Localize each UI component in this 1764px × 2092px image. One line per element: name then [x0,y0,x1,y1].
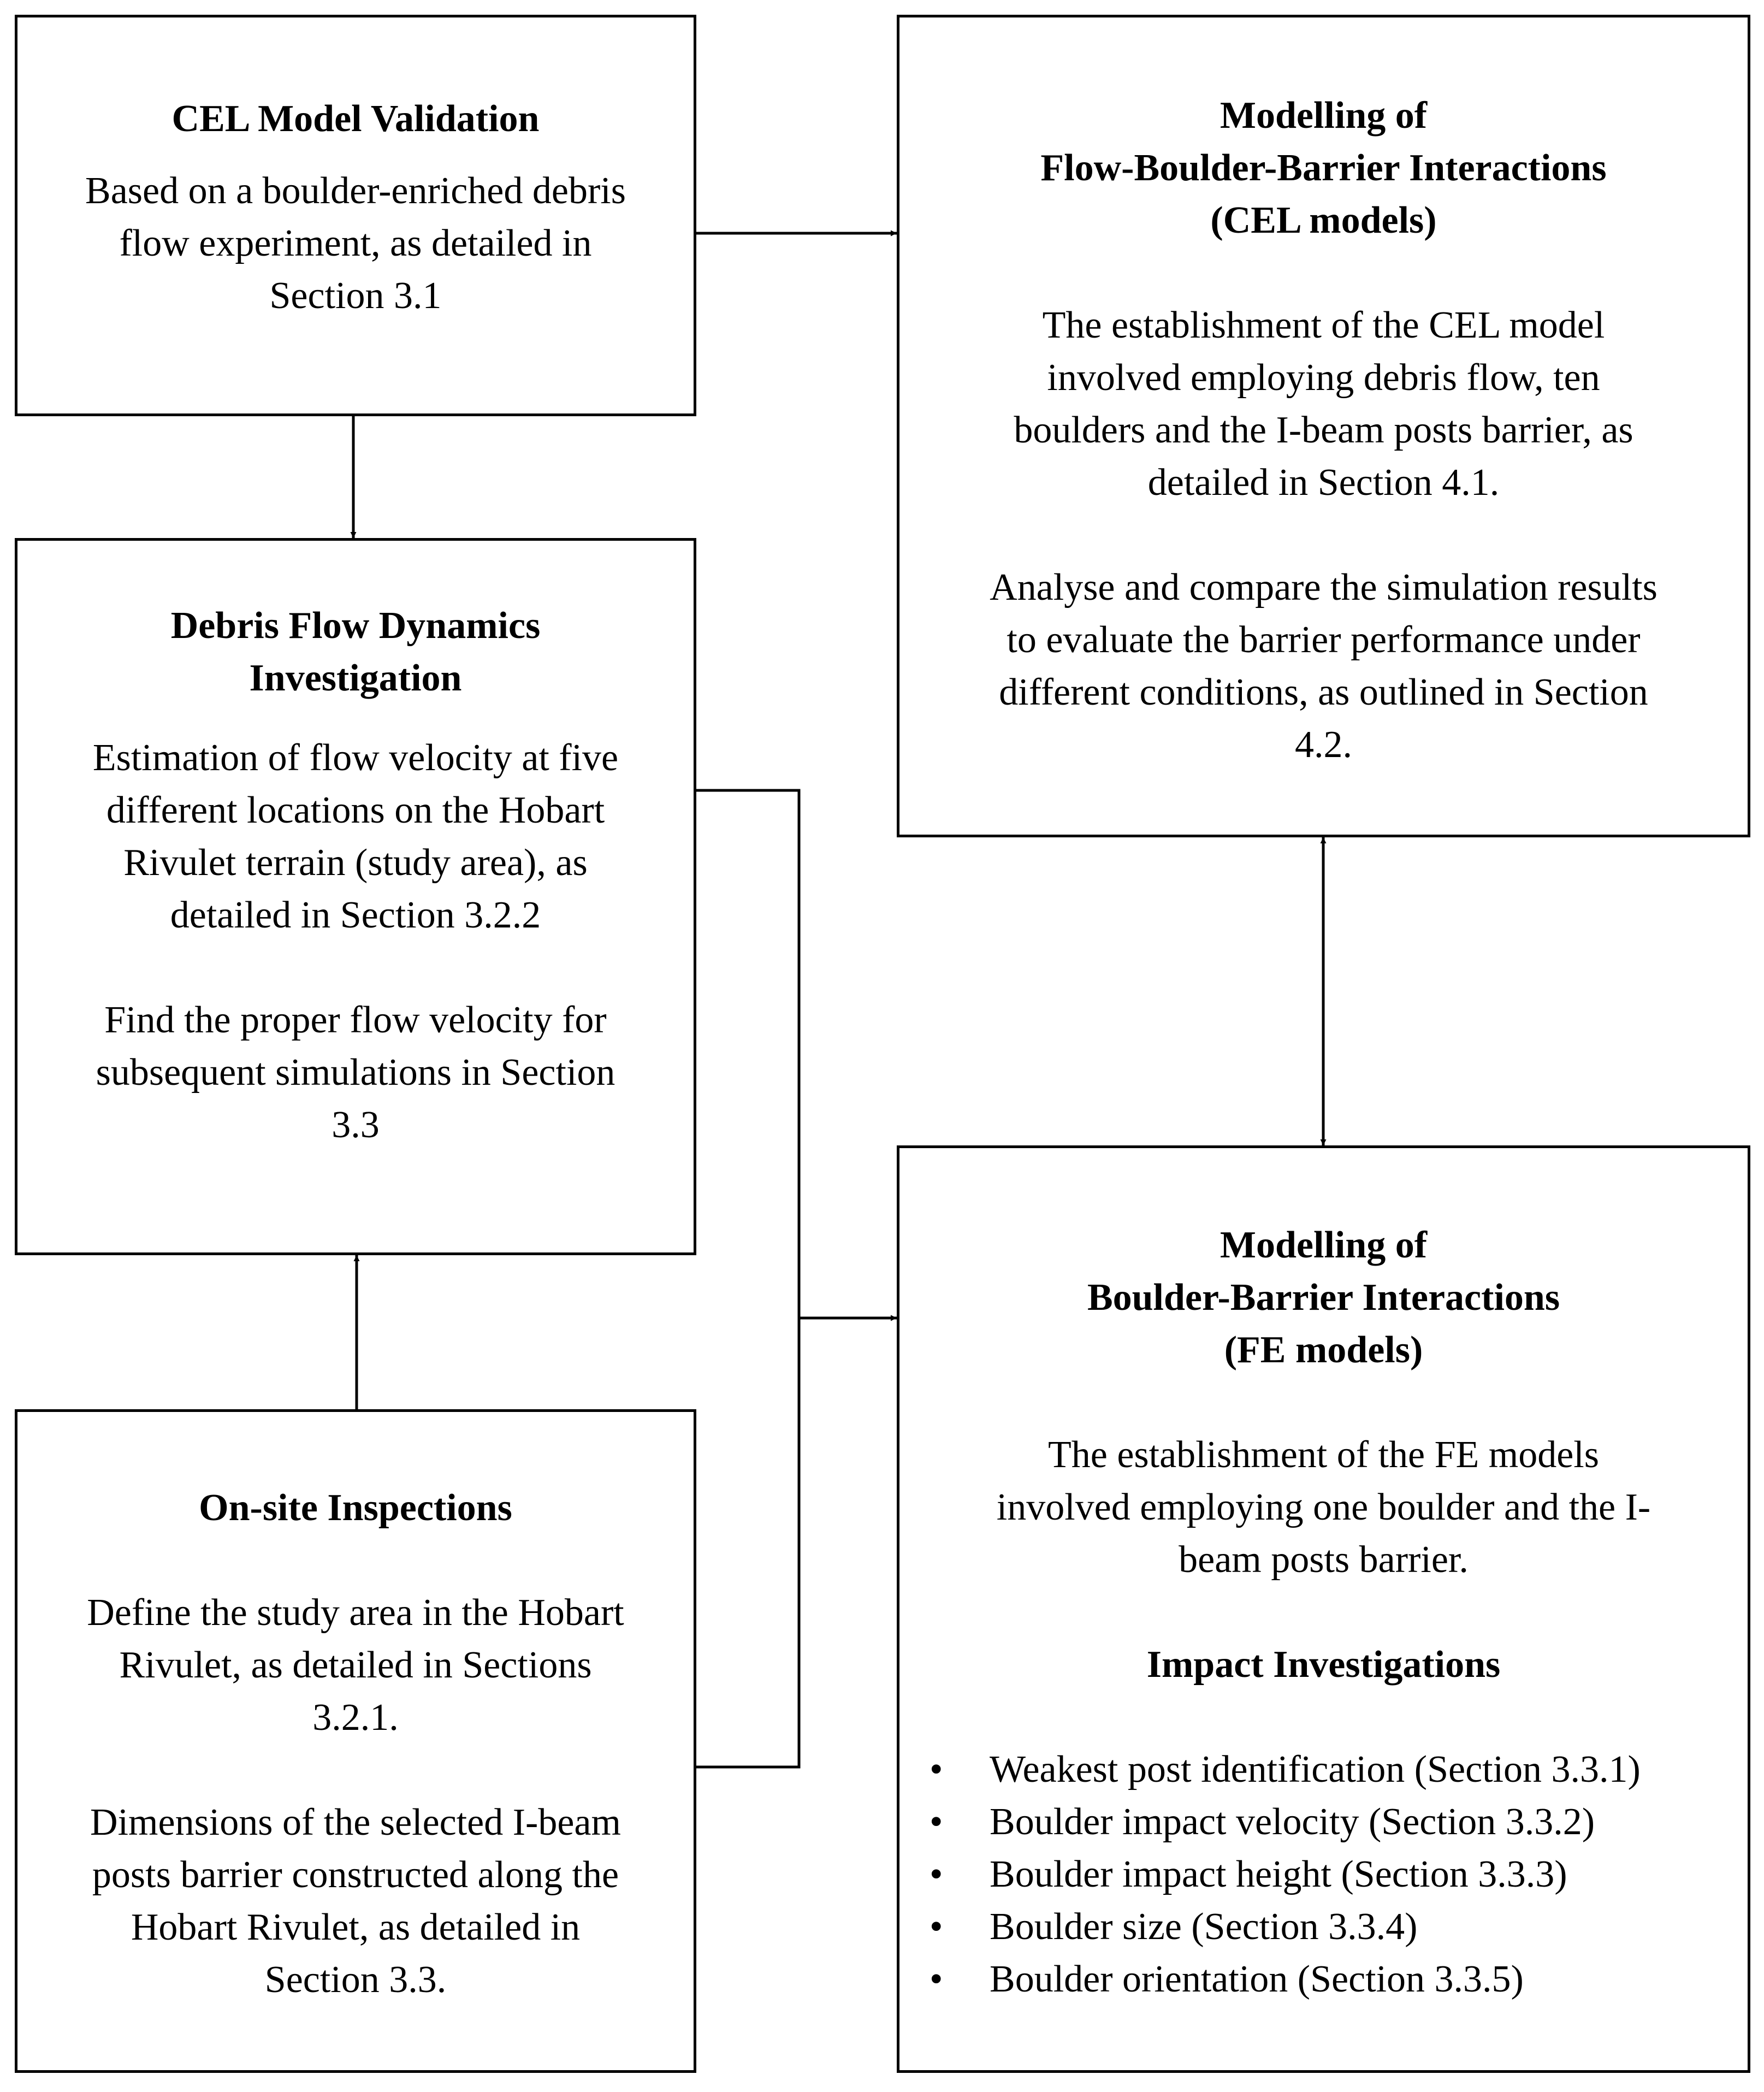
box-paragraph-2: Analyse and compare the simulation resul… [990,566,1658,766]
box-debris-flow-dynamics: Debris Flow Dynamics Investigation Estim… [15,538,696,1255]
list-item: •Boulder orientation (Section 3.3.5) [899,1953,1748,2006]
box-title: Modelling of Flow-Boulder-Barrier Intera… [1040,94,1607,241]
box-boulder-barrier-fe: Modelling of Boulder-Barrier Interaction… [897,1145,1750,2073]
box-onsite-inspections: On-site Inspections Define the study are… [15,1409,696,2073]
list-item: •Boulder impact velocity (Section 3.3.2) [899,1796,1748,1848]
bullet-icon: • [930,1906,943,1948]
bullet-icon: • [930,1853,943,1895]
bullet-icon: • [930,1748,943,1790]
box-title: Modelling of Boulder-Barrier Interaction… [1087,1224,1560,1371]
box-title: Debris Flow Dynamics Investigation [170,605,541,699]
box-paragraph-1: The establishment of the CEL model invol… [1014,304,1633,504]
list-item: •Boulder size (Section 3.3.4) [899,1901,1748,1953]
box-paragraph-1: Define the study area in the Hobart Rivu… [87,1592,624,1739]
list-item: •Boulder impact height (Section 3.3.3) [899,1848,1748,1901]
box-paragraph-2: Dimensions of the selected I-beam posts … [90,1801,621,2001]
box-cel-model-validation: CEL Model Validation Based on a boulder-… [15,15,696,416]
box-title: On-site Inspections [199,1487,512,1529]
bullet-icon: • [930,1801,943,1843]
box-subtitle: Impact Investigations [1146,1644,1501,1686]
box-description: Based on a boulder-enriched debris flow … [85,170,626,317]
box-title: CEL Model Validation [171,98,540,140]
impact-investigations-list: •Weakest post identification (Section 3.… [899,1744,1748,2006]
box-flow-boulder-barrier-cel: Modelling of Flow-Boulder-Barrier Intera… [897,15,1750,837]
list-item: •Weakest post identification (Section 3.… [899,1744,1748,1796]
connector-debris-flow-to-junction [696,789,801,1769]
bullet-icon: • [930,1958,943,2000]
box-paragraph-1: Estimation of flow velocity at five diff… [92,737,619,936]
box-paragraph-2: Find the proper flow velocity for subseq… [96,999,615,1146]
box-paragraph-1: The establishment of the FE models invol… [996,1434,1651,1581]
